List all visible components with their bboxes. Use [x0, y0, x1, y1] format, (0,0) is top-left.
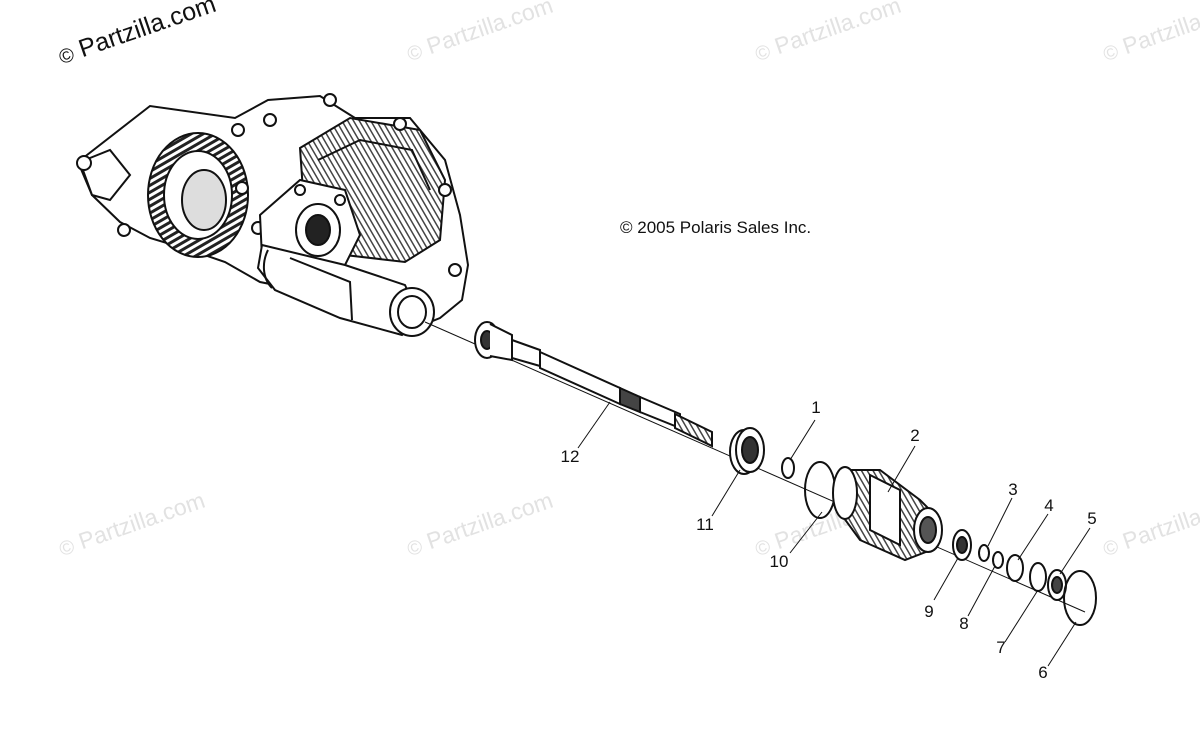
part-bearing [729, 427, 765, 475]
part-washer [978, 544, 990, 562]
part-retaining-ring [992, 551, 1004, 569]
callout-1[interactable]: 1 [811, 398, 821, 417]
callout-11[interactable]: 11 [696, 515, 714, 534]
callout-5[interactable]: 5 [1087, 509, 1097, 528]
part-gear-housing [832, 466, 943, 562]
part-small-bearing [952, 529, 972, 561]
leader-lines [577, 401, 1091, 667]
part-large-o-ring [1063, 570, 1097, 626]
part-o-ring [804, 461, 836, 519]
copyright-notice: © 2005 Polaris Sales Inc. [620, 218, 812, 237]
callout-9[interactable]: 9 [924, 602, 934, 621]
part-shaft [474, 321, 713, 448]
transmission-housing [76, 93, 470, 337]
callout-3[interactable]: 3 [1008, 480, 1018, 499]
part-circlip [1006, 554, 1024, 582]
callout-2[interactable]: 2 [910, 426, 920, 445]
callout-4[interactable]: 4 [1044, 496, 1054, 515]
part-spring-ring [1029, 562, 1047, 592]
callout-6[interactable]: 6 [1038, 663, 1048, 682]
part-snap-ring [781, 457, 795, 479]
callout-7[interactable]: 7 [996, 638, 1006, 657]
callout-8[interactable]: 8 [959, 614, 969, 633]
part-seal [1047, 569, 1067, 601]
callout-12[interactable]: 12 [560, 447, 580, 466]
callout-10[interactable]: 10 [769, 552, 789, 571]
